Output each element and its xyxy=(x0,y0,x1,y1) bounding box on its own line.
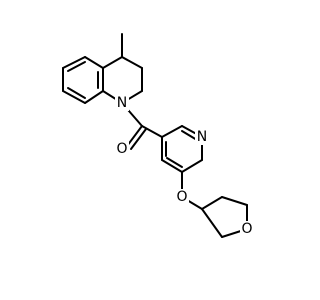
bond-benzene-2 xyxy=(84,56,104,69)
bond-carbonyl-double-2 xyxy=(130,128,147,150)
molecule-structure-diagram: N O N O O xyxy=(62,33,254,238)
bond-ring-2 xyxy=(121,56,143,69)
label-bg-n2 xyxy=(195,129,209,145)
ether-oxygen-label: O xyxy=(176,189,187,205)
bond-benzene-4 xyxy=(84,90,104,104)
atom-labels-group: N O N O O xyxy=(115,95,254,237)
bonds-group xyxy=(62,33,248,238)
bond-carbonyl-pyridine xyxy=(141,125,163,138)
bond-oxolane-2 xyxy=(221,196,248,206)
label-bg-o3 xyxy=(240,221,254,237)
bond-pyridine-1 xyxy=(161,125,183,138)
carbonyl-oxygen-label: O xyxy=(116,141,127,157)
pyridine-nitrogen-label: N xyxy=(197,129,207,145)
bond-benzene-1 xyxy=(62,56,86,69)
bond-carbonyl-double-1 xyxy=(126,125,143,147)
oxolane-oxygen-label: O xyxy=(241,221,252,237)
label-bg-n1 xyxy=(115,95,129,111)
label-bg-o1 xyxy=(115,141,129,157)
ring-nitrogen-label: N xyxy=(117,95,127,111)
bond-oxolane-5 xyxy=(201,208,223,238)
bond-benzene-5 xyxy=(62,90,86,104)
label-bg-o2 xyxy=(175,189,189,205)
bond-benzene-inner-3 xyxy=(67,87,86,99)
bond-oxolane-1 xyxy=(201,196,223,210)
bond-ring-1 xyxy=(102,56,123,69)
bond-pyridine-inner-1 xyxy=(181,130,198,141)
bond-pyridine-4 xyxy=(181,159,203,173)
bond-benzene-inner-1 xyxy=(67,61,86,72)
bond-pyridine-inner-2 xyxy=(166,157,183,168)
bond-pyridine-5 xyxy=(161,159,183,173)
